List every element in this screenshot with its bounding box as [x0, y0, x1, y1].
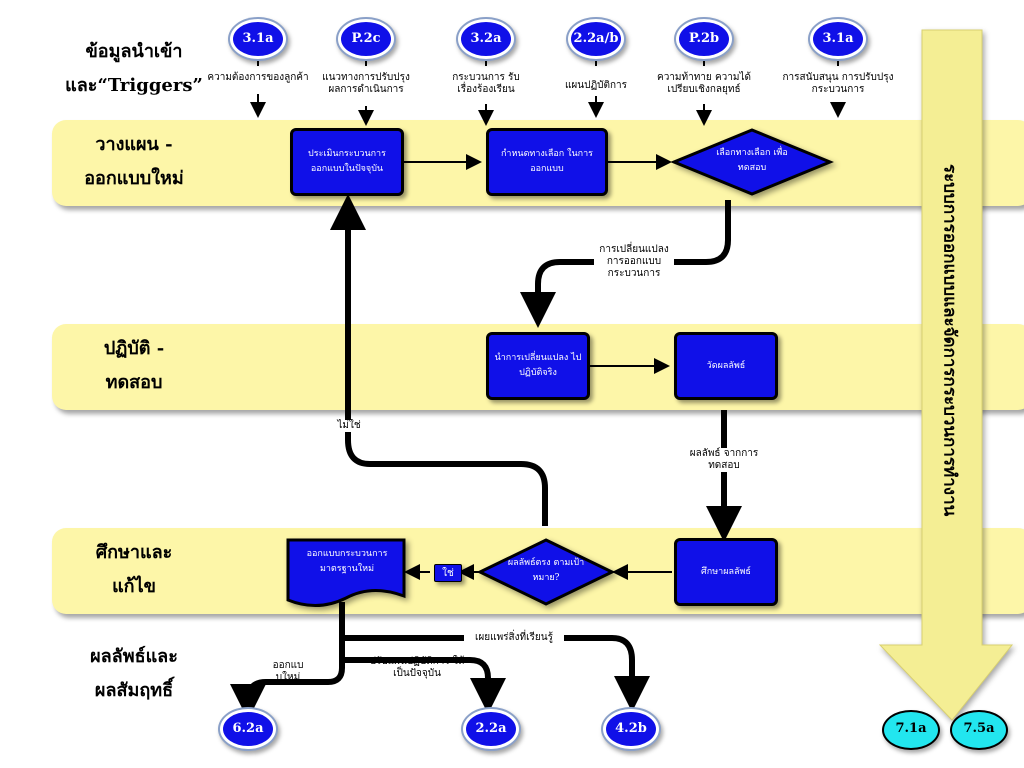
side-tag-7-1a[interactable]: 7.1a: [882, 710, 940, 750]
input-label-customer-needs: ความต้องการของลูกค้า: [207, 72, 309, 83]
test-results-label: ผลลัพธ์ จากการทดสอบ: [684, 448, 764, 472]
meets-target-decision: [476, 538, 616, 606]
yes-label: ใช่: [434, 564, 462, 582]
share-learning-label: เผยแพร่สิ่งที่เรียนรู้: [464, 632, 564, 644]
input-label-action-plan: แผนปฏิบัติการ: [564, 80, 628, 91]
output-tag-6-2a[interactable]: 6.2a: [223, 712, 273, 746]
new-standard-document: [286, 538, 406, 607]
side-tag-7-5a[interactable]: 7.5a: [950, 710, 1008, 750]
input-label-complaints: กระบวนการ รับเรื่องร้องเรียน: [452, 72, 520, 95]
lane-label-study: ศึกษาและ แก้ไข: [95, 542, 173, 597]
input-tag-3-1a-support[interactable]: 3.1a: [813, 22, 863, 56]
define-options-box[interactable]: กำหนดทางเลือก ในการออกแบบ: [486, 128, 608, 196]
new-standard-label[interactable]: ออกแบบกระบวนการ มาตรฐานใหม่: [306, 549, 388, 574]
input-tag-p-2c[interactable]: P.2c: [341, 22, 391, 56]
implement-change-box[interactable]: นำการเปลี่ยนแปลง ไปปฏิบัติจริง: [486, 332, 590, 400]
study-results-box[interactable]: ศึกษาผลลัพธ์: [674, 538, 778, 606]
input-label-improvement: แนวทางการปรับปรุง ผลการดำเนินการ: [322, 72, 410, 95]
redesign-label: ออกแบ บใหม่: [272, 660, 304, 683]
lane-label-results: ผลลัพธ์และ ผลสัมฤทธิ์: [90, 646, 178, 701]
meets-target-label[interactable]: ผลลัพธ์ตรง ตามเป้าหมาย?: [507, 558, 585, 583]
input-label-challenges: ความท้าทาย ความได้เปรียบเชิงกลยุทธ์: [657, 72, 751, 95]
measure-results-box[interactable]: วัดผลลัพธ์: [674, 332, 778, 400]
system-title: ระบบการออกแบบและจัดการกระบวนการทำงาน: [939, 163, 960, 517]
no-label: ไม่ใช่: [335, 420, 363, 432]
input-tag-p-2b[interactable]: P.2b: [679, 22, 729, 56]
input-label-support: การสนับสนุน การปรับปรุงกระบวนการ: [782, 72, 894, 95]
input-tag-2-2ab[interactable]: 2.2a/b: [571, 22, 621, 56]
output-tag-4-2b[interactable]: 4.2b: [606, 712, 656, 746]
choose-option-label[interactable]: เลือกทางเลือก เพื่อทดสอบ: [716, 148, 788, 173]
lane-label-act: ปฏิบัติ - ทดสอบ: [103, 338, 165, 393]
input-tag-3-1a-customer[interactable]: 3.1a: [233, 22, 283, 56]
choose-option-decision: [670, 128, 834, 196]
update-plan-label: ปรับแผนปฏิบัติการ ให้เป็นปัจจุบัน: [369, 656, 465, 679]
output-tag-2-2a[interactable]: 2.2a: [466, 712, 516, 746]
process-change-label: การเปลี่ยนแปลง การออกแบบ กระบวนการ: [594, 244, 674, 280]
inputs-label: ข้อมูลนำเข้า และ“Triggers”: [65, 41, 203, 96]
lane-label-plan: วางแผน - ออกแบบใหม่: [84, 134, 184, 189]
input-tag-3-2a[interactable]: 3.2a: [461, 22, 511, 56]
evaluate-design-box[interactable]: ประเมินกระบวนการ ออกแบบในปัจจุบัน: [290, 128, 404, 196]
